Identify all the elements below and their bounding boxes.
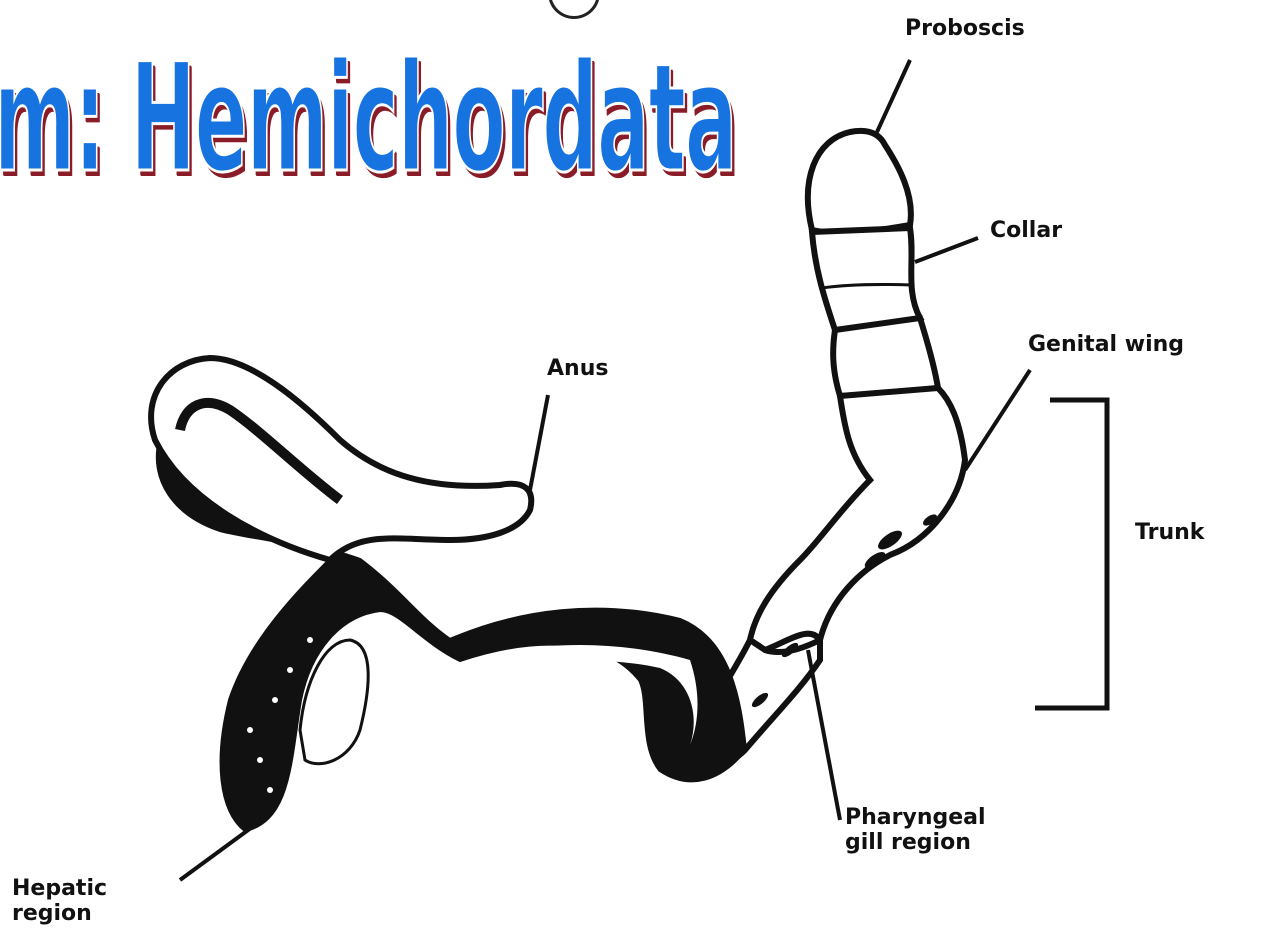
label-pharyngeal-line2: gill region: [845, 830, 986, 855]
label-pharyngeal-line1: Pharyngeal: [845, 805, 986, 830]
label-pharyngeal-gill-region: Pharyngeal gill region: [845, 805, 986, 856]
trunk-bracket: [1035, 400, 1107, 708]
label-proboscis: Proboscis: [905, 16, 1025, 41]
collar-shape: [812, 228, 920, 330]
pharyngeal-leader: [808, 650, 840, 820]
label-anus: Anus: [547, 356, 608, 381]
label-hepatic-region: Hepatic region: [12, 876, 107, 927]
anus-leader: [530, 395, 548, 490]
label-hepatic-line2: region: [12, 901, 107, 926]
hepatic-leader: [180, 825, 255, 880]
label-trunk: Trunk: [1135, 520, 1204, 545]
posterior-loop-shape: [151, 358, 531, 560]
genital-wing-leader: [965, 370, 1030, 470]
collar-leader: [915, 238, 978, 262]
proboscis-shape: [808, 131, 911, 233]
label-hepatic-line1: Hepatic: [12, 876, 107, 901]
label-genital-wing: Genital wing: [1028, 332, 1184, 357]
proboscis-leader: [877, 60, 910, 132]
label-collar: Collar: [990, 218, 1062, 243]
trunk-front-shape: [833, 318, 938, 396]
